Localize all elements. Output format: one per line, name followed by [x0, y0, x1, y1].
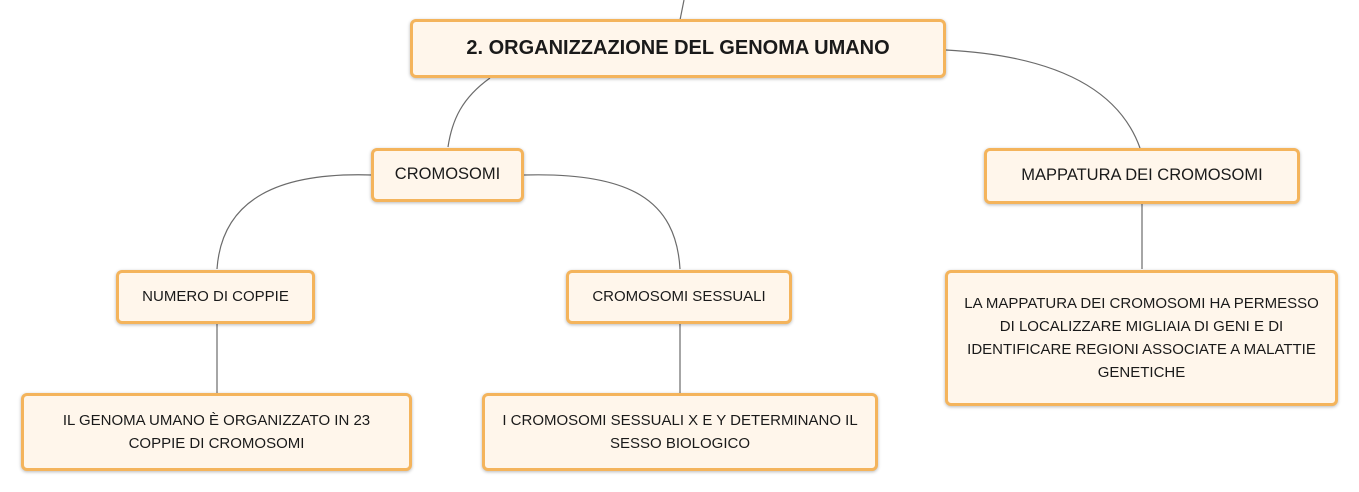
- subtopic-numero-di-coppie[interactable]: NUMERO DI COPPIE: [116, 270, 315, 324]
- detail-mappatura-text: LA MAPPATURA DEI CROMOSOMI HA PERMESSO D…: [964, 294, 1319, 382]
- connector-cromosomi-to-sessuali: [523, 174, 681, 270]
- connector-cromosomi-to-numero: [216, 174, 373, 270]
- topic-mappatura[interactable]: MAPPATURA DEI CROMOSOMI: [984, 148, 1300, 204]
- detail-coppie-text: IL GENOMA UMANO È ORGANIZZATO IN 23 COPP…: [62, 411, 371, 452]
- topic-cromosomi[interactable]: CROMOSOMI: [371, 148, 524, 202]
- root-topic[interactable]: 2. ORGANIZZAZIONE DEL GENOMA UMANO: [410, 19, 946, 78]
- topic-cromosomi-label: CROMOSOMI: [394, 165, 501, 184]
- detail-sessuali-text: I CROMOSOMI SESSUALI X E Y DETERMINANO I…: [502, 411, 858, 452]
- detail-coppie[interactable]: IL GENOMA UMANO È ORGANIZZATO IN 23 COPP…: [21, 393, 412, 471]
- root-topic-label: 2. ORGANIZZAZIONE DEL GENOMA UMANO: [466, 37, 890, 59]
- subtopic-cromosomi-sessuali[interactable]: CROMOSOMI SESSUALI: [566, 270, 792, 324]
- topic-mappatura-label: MAPPATURA DEI CROMOSOMI: [1021, 166, 1263, 185]
- detail-sessuali[interactable]: I CROMOSOMI SESSUALI X E Y DETERMINANO I…: [482, 393, 878, 471]
- connector-root-to-mappatura: [945, 49, 1141, 149]
- subtopic-cromosomi-sessuali-label: CROMOSOMI SESSUALI: [592, 288, 766, 306]
- connector-root-to-cromosomi: [447, 77, 491, 148]
- connector-parent-to-root: [679, 0, 685, 21]
- detail-mappatura[interactable]: LA MAPPATURA DEI CROMOSOMI HA PERMESSO D…: [945, 270, 1338, 406]
- subtopic-numero-di-coppie-label: NUMERO DI COPPIE: [142, 288, 289, 306]
